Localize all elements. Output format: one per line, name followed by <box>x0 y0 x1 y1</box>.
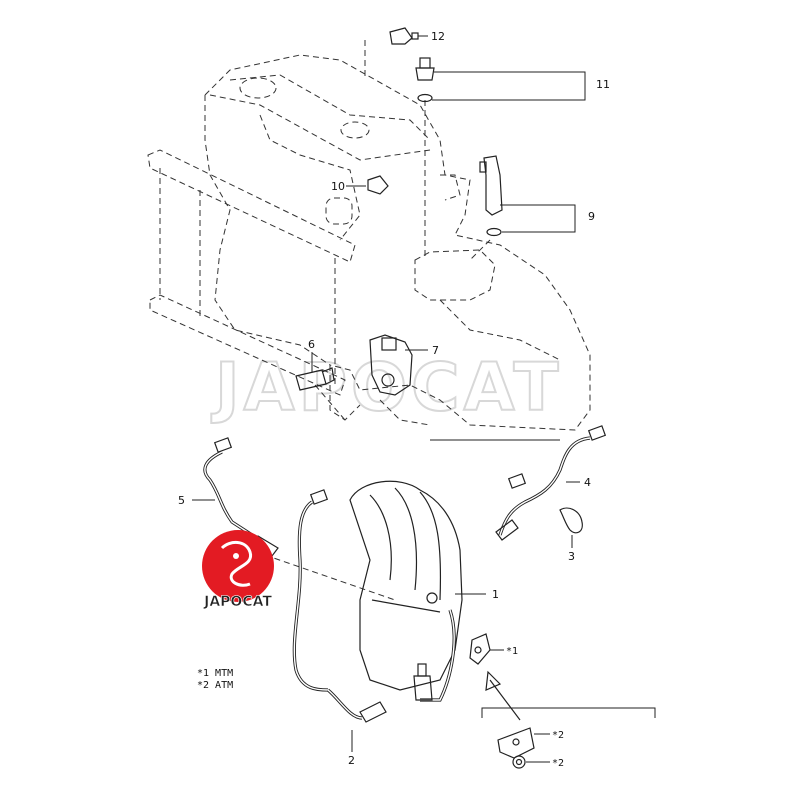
callout-7: 7 <box>432 344 439 357</box>
note-mark-2b: *2 <box>552 758 564 769</box>
callout-5: 5 <box>178 494 185 507</box>
legend-note-atm: *2 ATM <box>197 680 233 691</box>
engine-block <box>204 54 591 431</box>
callout-9: 9 <box>588 210 595 223</box>
note-mark-1: *1 <box>506 646 518 657</box>
logo-cat-icon <box>220 541 253 587</box>
detail-box-atm <box>481 707 656 769</box>
arrow-head-icon <box>485 670 502 691</box>
legend-note-mtm: *1 MTM <box>197 668 233 679</box>
callout-2: 2 <box>348 754 355 767</box>
callout-1: 1 <box>492 588 499 601</box>
part-3-gasket <box>559 507 583 534</box>
logo-text: JAPOCAT <box>203 594 272 610</box>
callout-6: 6 <box>308 338 315 351</box>
part-2-oxygen-sensor <box>292 489 456 723</box>
callout-12: 12 <box>431 30 445 43</box>
bracket-mtm <box>469 633 491 665</box>
japocat-logo: JAPOCAT <box>202 530 274 610</box>
part-9-speed-sensor <box>479 155 503 237</box>
part-6-temp-sensor <box>295 367 335 391</box>
part-7-sensor <box>369 334 413 396</box>
callout-11: 11 <box>596 78 610 91</box>
leader-lines <box>264 40 560 601</box>
logo-badge <box>202 530 274 602</box>
note-mark-2a: *2 <box>552 730 564 741</box>
part-10-temp-switch <box>367 175 389 195</box>
exhaust-manifold <box>349 480 463 691</box>
callout-3: 3 <box>568 550 575 563</box>
callout-10: 10 <box>331 180 345 193</box>
part-4-oxygen-sensor <box>495 425 607 541</box>
part-12-switch <box>389 27 419 45</box>
callout-4: 4 <box>584 476 591 489</box>
part-11-sender <box>415 57 435 103</box>
radiator <box>147 149 356 396</box>
